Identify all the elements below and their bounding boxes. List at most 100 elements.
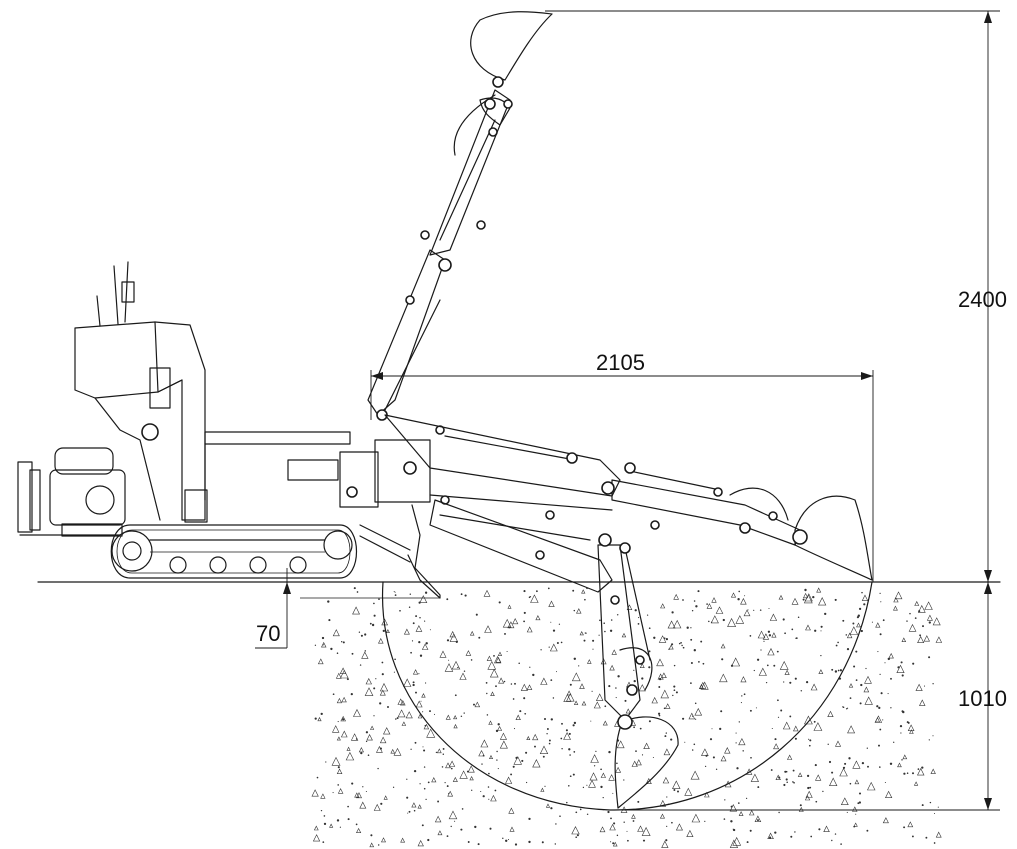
ground-speckle-dot	[572, 724, 575, 727]
ground-speckle-dot	[681, 644, 683, 647]
ground-speckle-dot	[578, 665, 580, 667]
ground-speckle-dot	[394, 594, 397, 596]
ground-speckle-stone	[467, 765, 475, 773]
ground-speckle-stone	[415, 700, 423, 708]
ground-speckle-dot	[828, 760, 832, 764]
ground-speckle-stone	[660, 603, 666, 609]
ground-speckle-dot	[497, 723, 500, 726]
ground-speckle-dot	[505, 839, 508, 842]
ground-speckle-stone	[864, 696, 873, 705]
ground-speckle-dot	[568, 732, 571, 735]
ground-speckle-stone	[590, 754, 599, 763]
ground-speckle-dot	[328, 619, 331, 622]
ground-speckle-dot	[794, 677, 797, 680]
ground-speckle-dot	[641, 677, 644, 680]
ground-speckle-stone	[329, 823, 334, 828]
ground-speckle-dot	[690, 638, 693, 641]
ground-speckle-stone	[840, 797, 849, 805]
ground-speckle-dot	[671, 611, 674, 614]
ground-speckle-dot	[566, 801, 568, 804]
ground-speckle-dot	[369, 622, 372, 625]
ground-speckle-stone	[715, 606, 724, 614]
ground-speckle-dot	[639, 727, 642, 730]
ground-speckle-dot	[320, 712, 323, 716]
fuel-tank	[54, 447, 114, 475]
ground-speckle-dot	[503, 680, 506, 683]
ground-speckle-stone	[453, 723, 458, 729]
ground-speckle-stone	[643, 742, 650, 749]
ground-speckle-dot	[575, 836, 578, 839]
ground-speckle-dot	[745, 797, 748, 800]
ground-speckle-dot	[749, 709, 752, 712]
ground-speckle-stone	[919, 699, 926, 706]
ground-speckle-dot	[720, 710, 723, 713]
ground-speckle-dot	[454, 694, 457, 697]
ground-speckle-dot	[565, 729, 568, 732]
ground-speckle-dot	[704, 765, 707, 768]
ground-speckle-dot	[392, 786, 395, 788]
extended-pin-9	[545, 510, 555, 520]
ground-speckle-dot	[665, 638, 668, 641]
extended-pin-4	[713, 487, 723, 497]
ground-speckle-stone	[400, 837, 406, 843]
ground-speckle-dot	[928, 656, 931, 659]
ground-speckle-dot	[360, 751, 363, 755]
ground-speckle-dot	[880, 601, 882, 603]
ground-speckle-stone	[317, 716, 322, 722]
ground-speckle-dot	[382, 629, 385, 633]
ground-speckle-dot	[572, 773, 575, 776]
ground-speckle-stone	[616, 740, 625, 749]
ground-speckle-dot	[523, 620, 526, 623]
ground-speckle-stone	[600, 772, 606, 778]
ground-speckle-dot	[747, 609, 749, 611]
control-panel-box	[74, 321, 159, 399]
ground-speckle-dot	[907, 721, 910, 724]
ground-speckle-stone	[750, 773, 759, 782]
dim-clearance-label: 70	[256, 621, 280, 646]
ground-speckle-stone	[816, 587, 822, 593]
ground-speckle-stone	[778, 594, 784, 600]
ground-speckle-dot	[488, 798, 490, 800]
ground-speckle-dot	[802, 598, 805, 601]
ground-speckle-stone	[735, 615, 745, 624]
raised-link-plate	[479, 97, 511, 126]
ground-speckle-dot	[610, 817, 612, 820]
ground-speckle-dot	[763, 640, 765, 642]
ground-speckle-dot	[514, 843, 518, 846]
ground-speckle-dot	[446, 598, 449, 601]
ground-speckle-stone	[740, 676, 747, 683]
extended-pin-1	[566, 452, 578, 464]
ground-speckle-stone	[867, 781, 876, 791]
ground-speckle-dot	[347, 818, 350, 821]
ground-speckle-dot	[933, 812, 936, 815]
ground-speckle-dot	[420, 700, 422, 702]
ground-speckle-dot	[759, 609, 762, 611]
ground-speckle-dot	[409, 593, 412, 595]
ground-speckle-dot	[673, 685, 676, 688]
ground-speckle-dot	[834, 598, 837, 601]
ground-speckle-dot	[899, 724, 903, 728]
ground-speckle-dot	[336, 652, 339, 654]
ground-speckle-stone	[909, 729, 914, 734]
ground-speckle-dot	[849, 782, 852, 785]
ground-speckle-stone	[520, 683, 528, 691]
ground-speckle-dot	[840, 843, 842, 845]
ground-speckle-dot	[586, 784, 588, 786]
ground-speckle-stone	[448, 810, 458, 820]
ground-speckle-dot	[365, 740, 368, 743]
ground-speckle-dot	[512, 765, 515, 768]
ground-speckle-dot	[394, 591, 396, 593]
ground-speckle-dot	[486, 714, 489, 716]
ground-speckle-dot	[481, 763, 483, 765]
ground-speckle-dot	[519, 710, 522, 713]
ground-speckle-stone	[625, 708, 631, 714]
ground-speckle-stone	[474, 701, 481, 708]
ground-speckle-stone	[417, 839, 424, 847]
ground-speckle-stone	[861, 594, 869, 601]
ground-speckle-dot	[780, 709, 783, 712]
ground-speckle-stone	[497, 651, 503, 656]
ground-speckle-dot	[393, 671, 395, 673]
ground-speckle-dot	[735, 742, 737, 744]
ground-speckle-stone	[469, 630, 475, 636]
ground-speckle-stone	[417, 804, 422, 809]
